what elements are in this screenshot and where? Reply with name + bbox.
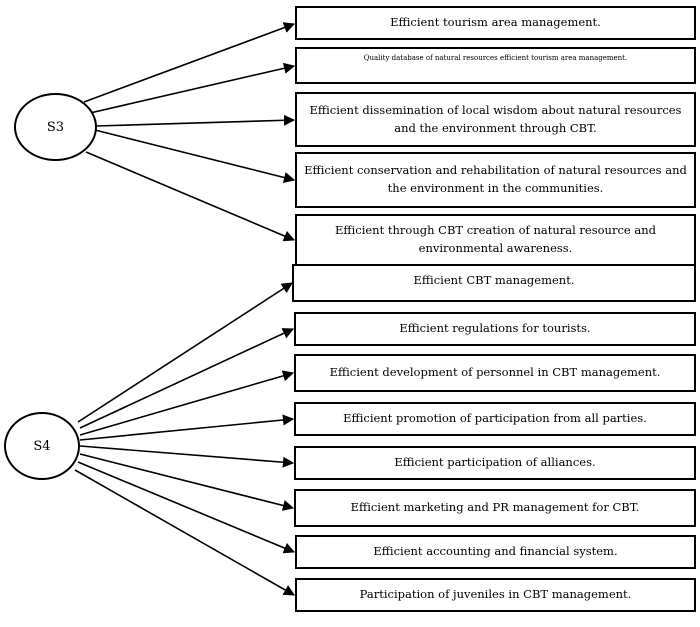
s3-outcome-box-2: Quality database of natural resources ef… xyxy=(295,47,696,84)
s3-outcome-box-5: Efficient through CBT creation of natura… xyxy=(295,214,696,266)
arrow-s4-to-box-5 xyxy=(79,445,295,468)
arrow-s3-to-box-1 xyxy=(83,22,296,103)
arrow-s3-to-box-4 xyxy=(94,129,296,183)
arrow-s4-to-box-2 xyxy=(79,328,295,429)
s4-outcome-box-5: Efficient participation of alliances. xyxy=(294,446,696,480)
arrow-s4-to-box-3 xyxy=(79,370,295,436)
s3-outcome-box-3: Efficient dissemination of local wisdom … xyxy=(295,92,696,147)
arrow-s4-to-box-4 xyxy=(79,414,295,441)
node-s4: S4 xyxy=(4,412,80,480)
s4-outcome-box-8: Participation of juveniles in CBT manage… xyxy=(295,578,696,612)
s4-outcome-box-7: Efficient accounting and financial syste… xyxy=(295,535,696,569)
arrow-s4-to-box-7 xyxy=(77,461,296,554)
s4-outcome-box-1: Efficient CBT management. xyxy=(292,264,696,302)
s4-outcome-box-4: Efficient promotion of participation fro… xyxy=(294,402,696,436)
s3-outcome-box-4: Efficient conservation and rehabilitatio… xyxy=(295,152,696,208)
s3-outcome-box-1: Efficient tourism area management. xyxy=(295,6,696,40)
arrow-s4-to-box-8 xyxy=(74,469,295,596)
arrow-s4-to-box-6 xyxy=(79,453,295,511)
s4-outcome-box-2: Efficient regulations for tourists. xyxy=(294,312,696,346)
arrow-s3-to-box-3 xyxy=(95,114,296,127)
s4-outcome-box-6: Efficient marketing and PR management fo… xyxy=(294,489,696,527)
arrow-s3-to-box-2 xyxy=(89,62,296,114)
arrow-s4-to-box-1 xyxy=(77,282,293,423)
s4-outcome-box-3: Efficient development of personnel in CB… xyxy=(294,354,696,392)
node-s3: S3 xyxy=(14,93,97,161)
arrow-s3-to-box-5 xyxy=(85,151,296,242)
